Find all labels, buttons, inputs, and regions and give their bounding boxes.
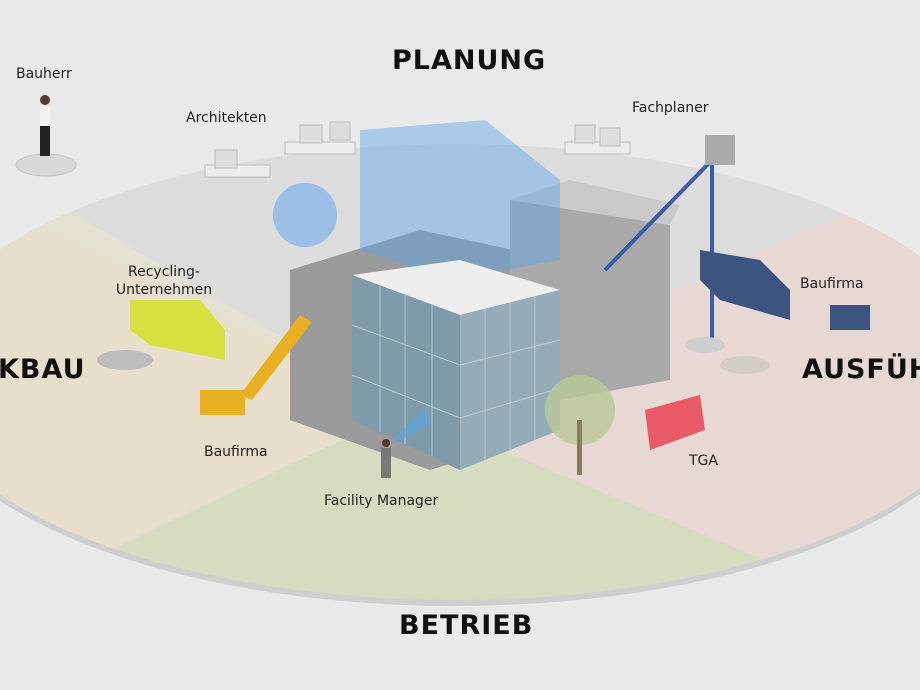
phase-label-rueckbau: KBAU bbox=[0, 354, 86, 385]
actor-label-baufirma-left: Baufirma bbox=[204, 444, 268, 460]
recycling-line1: Recycling- bbox=[128, 264, 200, 280]
recycling-truck bbox=[130, 300, 225, 360]
phase-label-betrieb: BETRIEB bbox=[399, 610, 534, 641]
segment-ausfuehrung bbox=[405, 144, 920, 600]
phase-label-planung: PLANUNG bbox=[392, 45, 547, 76]
actor-label-baufirma-right: Baufirma bbox=[800, 276, 864, 292]
facility-manager-figure bbox=[381, 405, 430, 478]
tga-van bbox=[645, 395, 705, 450]
forklift bbox=[830, 305, 870, 330]
phase-label-ausfuehrung: AUSFÜH bbox=[802, 354, 920, 385]
recycling-line2: Unternehmen bbox=[115, 282, 213, 298]
fachplaner-desk bbox=[564, 124, 631, 155]
architekten-desks bbox=[204, 121, 356, 178]
actor-label-facility-manager: Facility Manager bbox=[324, 493, 439, 509]
actor-label-fachplaner: Fachplaner bbox=[632, 100, 709, 116]
bauherr-podium bbox=[15, 153, 77, 177]
segment-betrieb bbox=[0, 410, 920, 600]
tree-betrieb bbox=[545, 375, 615, 475]
segment-rueckbau bbox=[0, 144, 405, 600]
crane bbox=[603, 155, 714, 340]
building bbox=[290, 120, 680, 470]
tree-bim bbox=[273, 183, 337, 247]
actor-label-bauherr: Bauherr bbox=[16, 66, 72, 82]
actor-label-recycling: Recycling- Unternehmen bbox=[108, 263, 220, 299]
excavator bbox=[200, 315, 312, 415]
actor-label-architekten: Architekten bbox=[186, 110, 267, 126]
bauherr-figure bbox=[40, 95, 50, 156]
actor-label-tga: TGA bbox=[689, 453, 718, 469]
bim-model bbox=[360, 120, 560, 280]
concrete-mixer-truck bbox=[700, 250, 790, 320]
